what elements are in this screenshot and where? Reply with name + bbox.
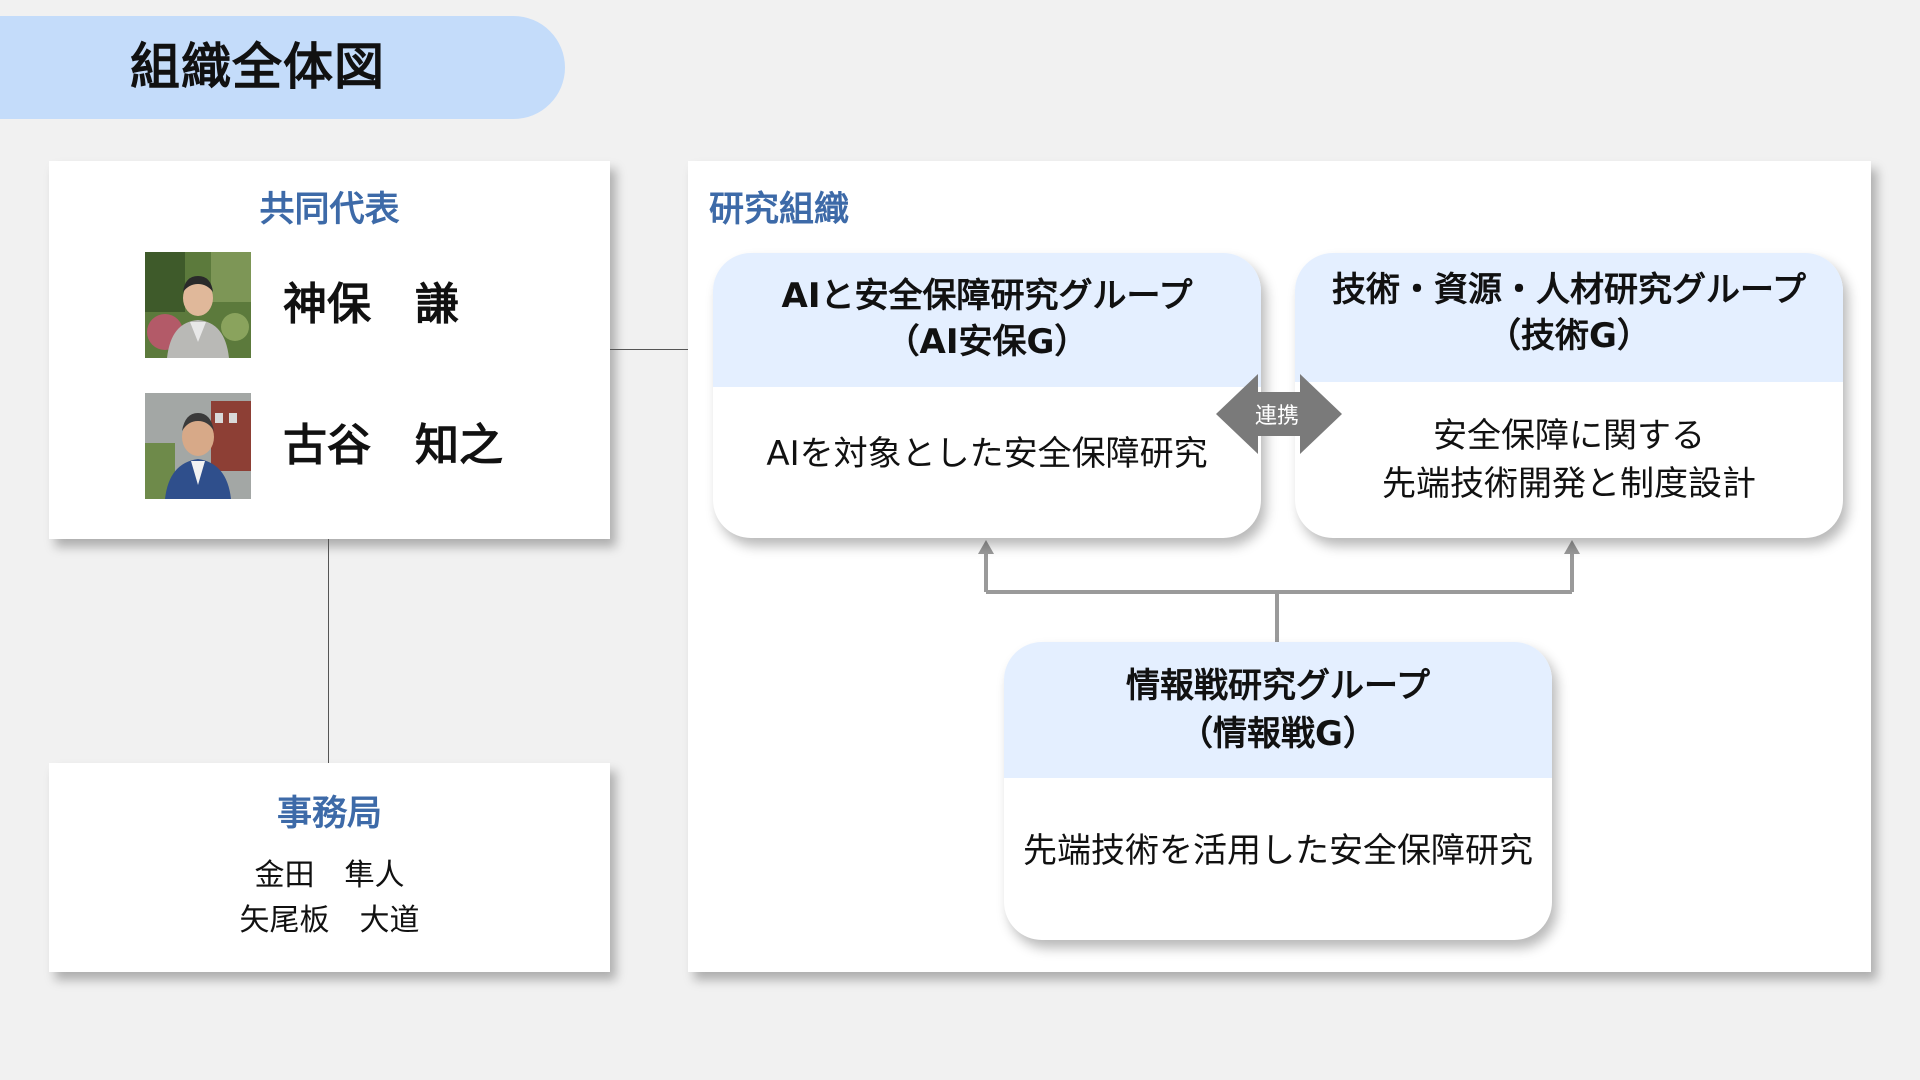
co-representatives-title: 共同代表: [259, 190, 400, 230]
representative-2: 古谷 知之: [145, 393, 565, 499]
group-technology-body: 安全保障に関する 先端技術開発と制度設計: [1295, 412, 1843, 508]
research-organization-title: 研究組織: [709, 190, 850, 230]
group-technology-abbr: （技術G）: [1487, 316, 1651, 356]
connector-representatives-to-research: [610, 349, 688, 350]
group-card-technology: 技術・資源・人材研究グループ （技術G） 安全保障に関する 先端技術開発と制度設…: [1295, 253, 1843, 538]
group-technology-name: 技術・資源・人材研究グループ: [1332, 270, 1806, 310]
collaboration-label: 連携: [1254, 404, 1299, 429]
title-banner: 組織全体図: [0, 16, 565, 119]
representative-1: 神保 謙: [145, 252, 565, 358]
group-information-warfare-name: 情報戦研究グループ: [1126, 666, 1430, 706]
group-ai-security-body: AIを対象とした安全保障研究: [713, 431, 1261, 477]
group-information-warfare-description: 先端技術を活用した安全保障研究: [1023, 831, 1533, 871]
secretariat-member-1: 金田 隼人: [254, 858, 405, 893]
page-title: 組織全体図: [130, 38, 385, 96]
group-card-ai-security: AIと安全保障研究グループ （AI安保G） AIを対象とした安全保障研究: [713, 253, 1261, 538]
group-information-warfare-body: 先端技術を活用した安全保障研究: [1004, 827, 1552, 875]
group-ai-security-abbr: （AI安保G）: [885, 322, 1089, 362]
secretariat-title: 事務局: [276, 794, 382, 834]
group-card-information-warfare: 情報戦研究グループ （情報戦G） 先端技術を活用した安全保障研究: [1004, 642, 1552, 940]
secretariat-panel: 事務局 金田 隼人 矢尾板 大道: [49, 763, 610, 972]
group-ai-security-header: AIと安全保障研究グループ （AI安保G）: [713, 253, 1261, 387]
secretariat-member-2: 矢尾板 大道: [239, 903, 420, 938]
representative-2-photo: [145, 393, 251, 499]
representative-1-photo: [145, 252, 251, 358]
representative-1-name: 神保 謙: [283, 279, 459, 330]
group-information-warfare-abbr: （情報戦G）: [1179, 714, 1377, 754]
group-ai-security-description: AIを対象とした安全保障研究: [766, 434, 1208, 474]
group-technology-description-2: 先端技術開発と制度設計: [1382, 464, 1756, 504]
co-representatives-panel: 共同代表 神保 謙: [49, 161, 610, 539]
group-ai-security-name: AIと安全保障研究グループ: [781, 276, 1193, 316]
group-information-warfare-header: 情報戦研究グループ （情報戦G）: [1004, 642, 1552, 778]
connector-representatives-to-secretariat: [328, 539, 329, 763]
group-technology-header: 技術・資源・人材研究グループ （技術G）: [1295, 253, 1843, 382]
group-technology-description-1: 安全保障に関する: [1433, 416, 1705, 456]
representative-2-name: 古谷 知之: [283, 420, 503, 471]
